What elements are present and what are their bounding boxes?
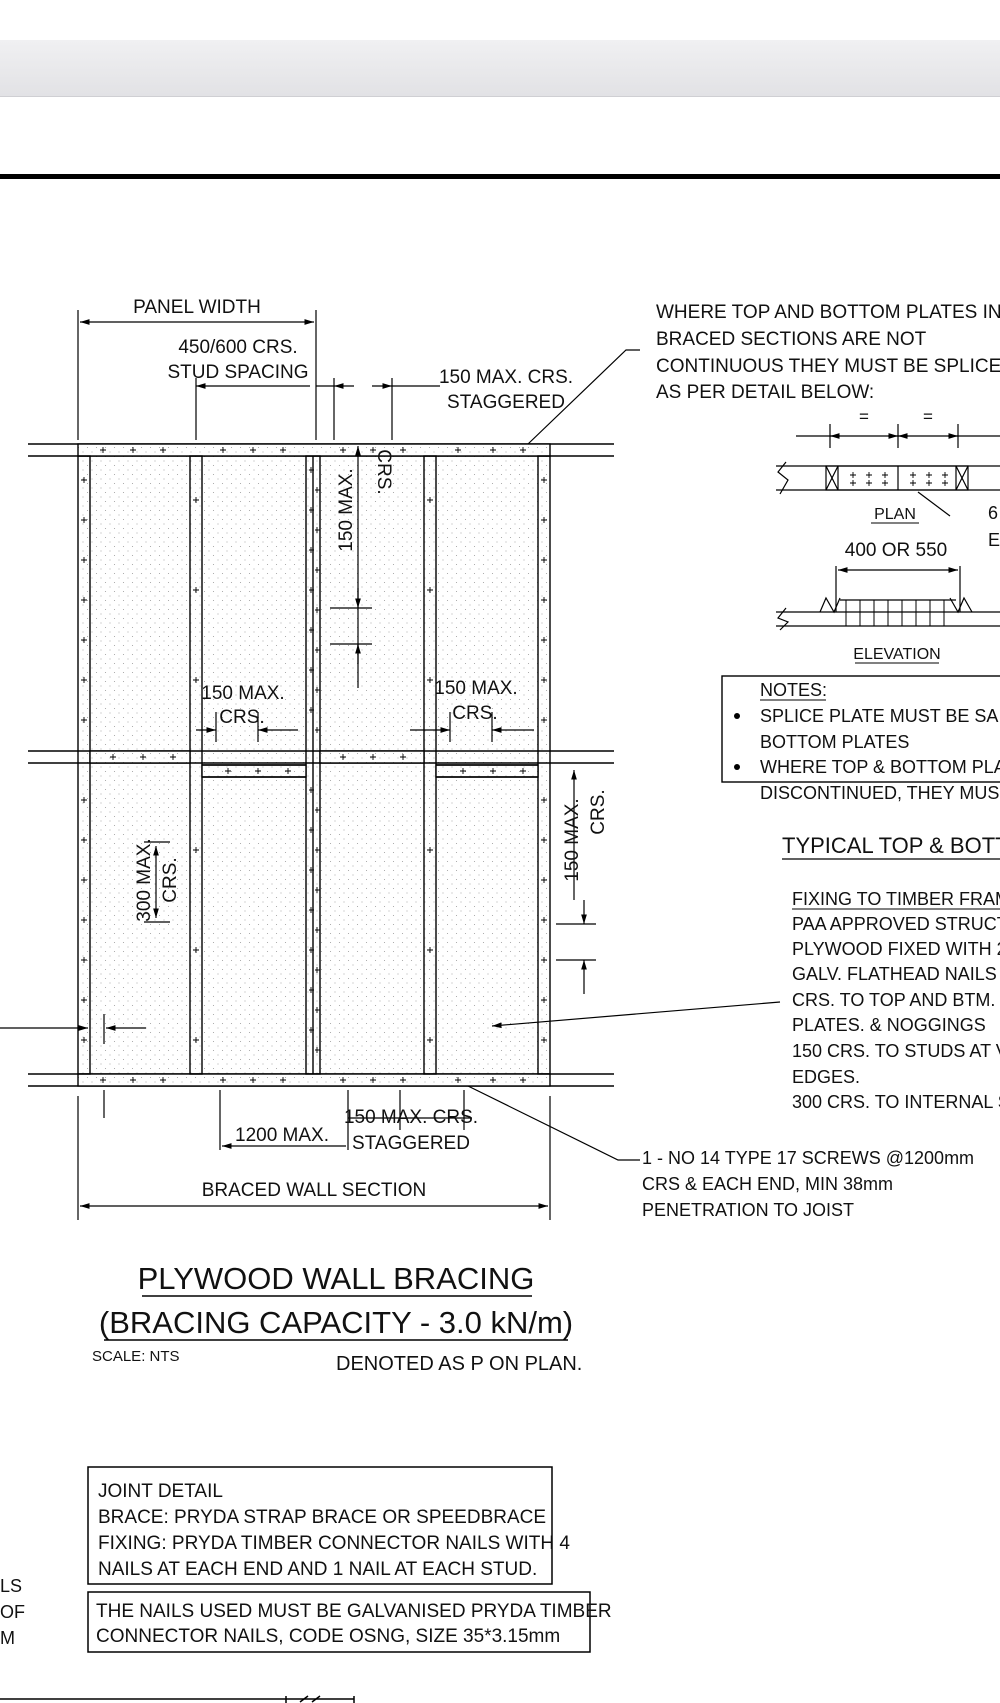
label-top-staggered-1: 150 MAX. CRS. — [439, 367, 573, 388]
splice-eq-2: = — [923, 407, 933, 426]
svg-text:CONTINUOUS THEY MUST BE SPLICE: CONTINUOUS THEY MUST BE SPLICED — [656, 356, 1000, 377]
title-block: PLYWOOD WALL BRACING (BRACING CAPACITY -… — [92, 1261, 582, 1375]
svg-text:300 CRS. TO INTERNAL S: 300 CRS. TO INTERNAL S — [792, 1092, 1000, 1112]
nails-note-box: THE NAILS USED MUST BE GALVANISED PRYDA … — [87, 1591, 612, 1653]
svg-text:150 CRS. TO STUDS AT V: 150 CRS. TO STUDS AT V — [792, 1041, 1000, 1061]
denoted-label: DENOTED AS P ON PLAN. — [336, 1353, 582, 1375]
svg-text:DISCONTINUED, THEY MUS: DISCONTINUED, THEY MUS — [760, 783, 999, 803]
svg-text:THE NAILS USED MUST BE GALVANI: THE NAILS USED MUST BE GALVANISED PRYDA … — [96, 1601, 612, 1622]
svg-text:PENETRATION TO JOIST: PENETRATION TO JOIST — [642, 1200, 854, 1220]
label-vert-crs-b: CRS. — [588, 789, 609, 834]
svg-text:BOTTOM PLATES: BOTTOM PLATES — [760, 732, 909, 752]
splice-note: WHERE TOP AND BOTTOM PLATES IN BRACED SE… — [656, 302, 1000, 403]
joint-detail-box: JOINT DETAIL BRACE: PRYDA STRAP BRACE OR… — [87, 1466, 570, 1585]
svg-text:WHERE TOP AND BOTTOM PLATES IN: WHERE TOP AND BOTTOM PLATES IN — [656, 302, 1000, 323]
label-mid-150-left: 150 MAX. — [201, 683, 284, 704]
wall-elevation — [28, 443, 614, 1087]
svg-text:BRACED SECTIONS ARE NOT: BRACED SECTIONS ARE NOT — [656, 329, 927, 350]
svg-text:AS PER DETAIL BELOW:: AS PER DETAIL BELOW: — [656, 382, 874, 403]
viewer-toolbar — [0, 40, 1000, 97]
notes-box: NOTES: SPLICE PLATE MUST BE SA BOTTOM PL… — [721, 675, 1000, 803]
svg-text:PLYWOOD FIXED WITH 2: PLYWOOD FIXED WITH 2 — [792, 939, 1000, 959]
svg-text:CRS. TO TOP AND BTM.: CRS. TO TOP AND BTM. — [792, 990, 995, 1010]
label-braced-wall-section: BRACED WALL SECTION — [202, 1180, 427, 1201]
sheet-border-top — [0, 174, 1000, 179]
label-mid-crs-right: CRS. — [452, 703, 497, 724]
svg-text:PLATES. & NOGGINGS: PLATES. & NOGGINGS — [792, 1015, 986, 1035]
nail-marks — [81, 447, 547, 1083]
splice-detail — [776, 424, 1000, 631]
label-vert-150-b: 150 MAX. — [562, 798, 583, 881]
svg-text:FIXING TO TIMBER FRAM: FIXING TO TIMBER FRAM — [792, 889, 1000, 909]
drawing-title: PLYWOOD WALL BRACING — [138, 1261, 535, 1296]
fixing-note: FIXING TO TIMBER FRAM PAA APPROVED STRUC… — [792, 889, 1000, 1112]
bottom-border-fragment — [0, 1695, 355, 1703]
svg-text:WHERE TOP & BOTTOM PLA: WHERE TOP & BOTTOM PLA — [760, 757, 1000, 777]
label-bottom-1200: 1200 MAX. — [235, 1125, 329, 1146]
label-top-staggered-2: STAGGERED — [447, 392, 565, 413]
svg-text:OF: OF — [0, 1602, 25, 1622]
svg-text:CONNECTOR NAILS, CODE OSNG, SI: CONNECTOR NAILS, CODE OSNG, SIZE 35*3.15… — [96, 1626, 560, 1647]
scale-label: SCALE: NTS — [92, 1348, 180, 1365]
svg-text:CRS & EACH END, MIN 38mm: CRS & EACH END, MIN 38mm — [642, 1174, 893, 1194]
label-mid-crs-left: CRS. — [219, 707, 264, 728]
splice-elevation-label: ELEVATION — [853, 646, 940, 663]
notes-title: NOTES: — [760, 680, 827, 700]
label-panel-width: PANEL WIDTH — [133, 297, 261, 318]
label-vert-300-crs: CRS. — [160, 857, 181, 902]
svg-text:NAILS AT EACH END AND 1 NAIL A: NAILS AT EACH END AND 1 NAIL AT EACH STU… — [98, 1559, 537, 1580]
label-mid-150-right: 150 MAX. — [434, 678, 517, 699]
svg-text:M: M — [0, 1628, 15, 1648]
label-bottom-staggered-2: STAGGERED — [352, 1133, 470, 1154]
svg-text:JOINT DETAIL: JOINT DETAIL — [98, 1481, 223, 1502]
svg-text:GALV. FLATHEAD NAILS: GALV. FLATHEAD NAILS — [792, 964, 997, 984]
splice-length: 400 OR 550 — [845, 540, 947, 561]
label-stud-spacing-2: STUD SPACING — [167, 362, 308, 383]
drawing-subtitle: (BRACING CAPACITY - 3.0 kN/m) — [99, 1305, 573, 1340]
svg-text:BRACE: PRYDA STRAP BRACE OR SP: BRACE: PRYDA STRAP BRACE OR SPEEDBRACE — [98, 1507, 546, 1528]
splice-side-e: E — [988, 530, 1000, 550]
left-cut-text: LS OF M — [0, 1576, 25, 1648]
svg-text:EDGES.: EDGES. — [792, 1067, 860, 1087]
svg-text:PAA APPROVED STRUCT: PAA APPROVED STRUCT — [792, 914, 1000, 934]
svg-text:SPLICE PLATE MUST BE SA: SPLICE PLATE MUST BE SA — [760, 706, 998, 726]
screws-note: 1 - NO 14 TYPE 17 SCREWS @1200mm CRS & E… — [642, 1148, 974, 1220]
label-vert-crs-a: CRS. — [373, 449, 394, 494]
splice-eq-1: = — [859, 407, 869, 426]
label-vert-150-a: 150 MAX. — [336, 468, 357, 551]
splice-side-6: 6 — [988, 503, 998, 523]
svg-text:FIXING: PRYDA TIMBER CONNECTOR: FIXING: PRYDA TIMBER CONNECTOR NAILS WIT… — [98, 1533, 570, 1554]
dimension-lines — [0, 310, 781, 1220]
splice-plan-label: PLAN — [874, 506, 916, 523]
label-stud-spacing-1: 450/600 CRS. — [178, 337, 297, 358]
typical-heading: TYPICAL TOP & BOTTO — [782, 833, 1000, 858]
label-bottom-staggered-1: 150 MAX. CRS. — [344, 1107, 478, 1128]
svg-text:LS: LS — [0, 1576, 22, 1596]
svg-text:1 - NO 14 TYPE 17 SCREWS @1200: 1 - NO 14 TYPE 17 SCREWS @1200mm — [642, 1148, 974, 1168]
label-vert-300: 300 MAX. — [134, 838, 155, 921]
